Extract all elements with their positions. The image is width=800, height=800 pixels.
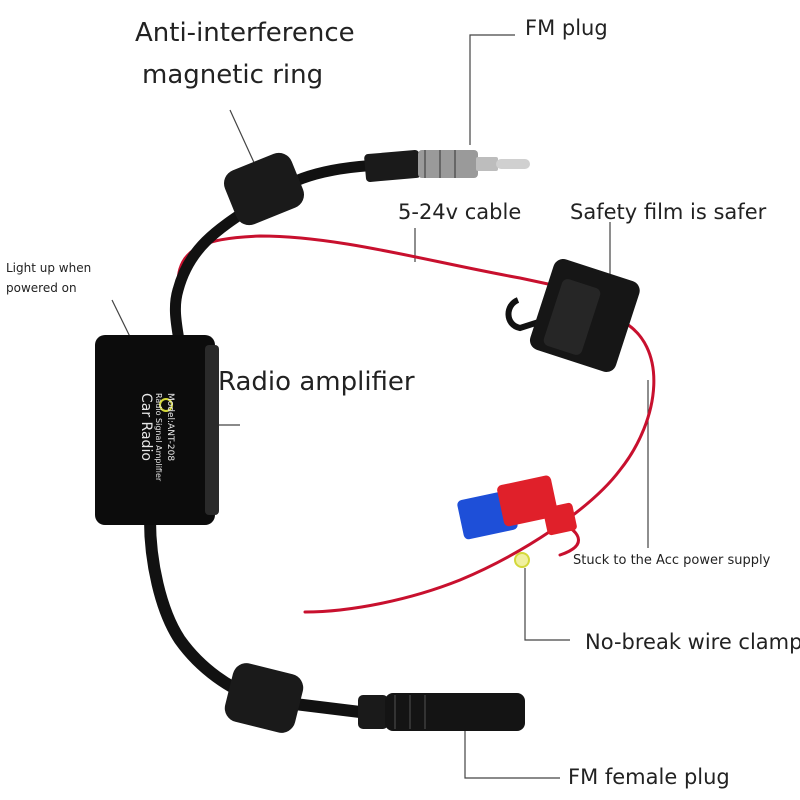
fm-female-plug (358, 693, 525, 731)
label-safety-film: Safety film is safer (570, 200, 767, 224)
device-subtitle-text: Radio Signal Amplifier (154, 393, 163, 482)
wire-clamp-leader (524, 568, 570, 641)
label-cable: 5-24v cable (398, 200, 522, 224)
fuse-holder (505, 258, 640, 372)
device-model-text: Model:ANT-208 (165, 393, 175, 461)
label-anti-interference-line1: Anti-interference (135, 18, 355, 48)
magnetic-ring-top (223, 152, 305, 226)
label-fm-plug: FM plug (525, 16, 608, 40)
label-acc-power: Stuck to the Acc power supply (573, 553, 771, 568)
label-radio-amplifier: Radio amplifier (218, 367, 415, 397)
label-light-up-line2: powered on (6, 281, 77, 295)
fm-female-leader (464, 722, 560, 779)
label-fm-female: FM female plug (568, 765, 730, 789)
device-print: Car Radio Radio Signal Amplifier Model:A… (138, 393, 175, 482)
fm-plug (364, 149, 530, 182)
magnetic-ring-bottom (224, 663, 304, 733)
label-wire-clamp: No-break wire clamp (585, 630, 800, 654)
device-brand-text: Car Radio (138, 393, 154, 461)
power-indicator-light (159, 398, 173, 412)
wire-tap-connectors (457, 475, 577, 568)
label-light-up-line1: Light up when (6, 261, 92, 275)
fm-plug-leader (469, 34, 515, 145)
amplifier-box (95, 335, 219, 525)
label-anti-interference-line2: magnetic ring (142, 60, 324, 90)
